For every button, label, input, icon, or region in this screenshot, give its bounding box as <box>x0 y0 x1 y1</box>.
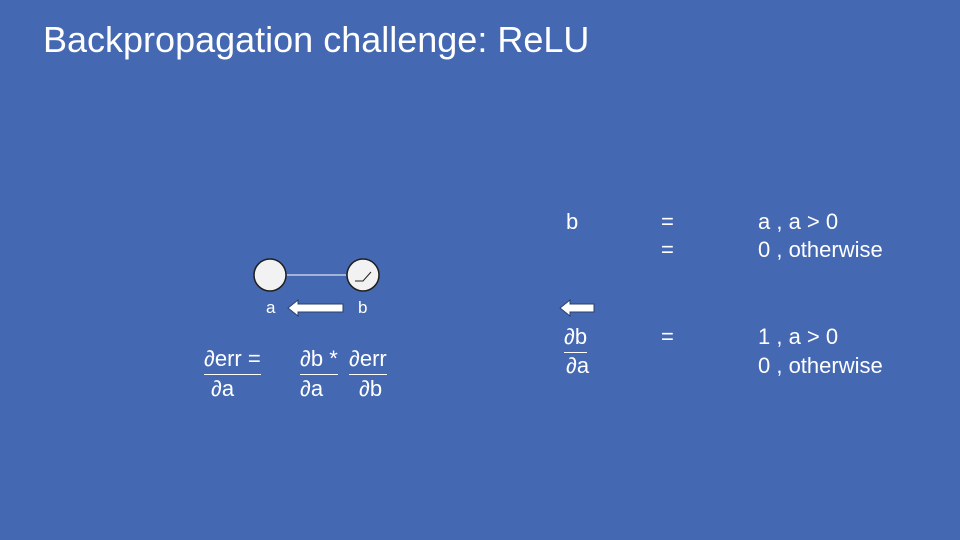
derivative-equals: = <box>661 324 674 349</box>
chain-lhs-denominator: ∂a <box>211 376 235 401</box>
derivative-denominator: ∂a <box>566 353 590 378</box>
node-b <box>346 258 380 292</box>
arrow-left-icon <box>287 298 344 318</box>
node-b-label: b <box>358 298 368 317</box>
chain-rhs1-numerator: ∂b * <box>300 346 338 375</box>
chain-rhs2-denominator: ∂b <box>359 376 383 401</box>
chain-rhs2-numerator: ∂err <box>349 346 387 375</box>
forward-equals-1: = <box>661 209 674 234</box>
node-a-label: a <box>266 298 276 317</box>
derivative-case-1: 1 , a > 0 <box>758 324 839 349</box>
forward-case-2: 0 , otherwise <box>758 237 883 262</box>
forward-lhs: b <box>566 209 579 234</box>
slide-title: Backpropagation challenge: ReLU <box>43 19 590 60</box>
chain-lhs-numerator: ∂err = <box>204 346 261 375</box>
derivative-case-2: 0 , otherwise <box>758 353 883 378</box>
forward-case-1: a , a > 0 <box>758 209 839 234</box>
node-a <box>253 258 287 292</box>
forward-equals-2: = <box>661 237 674 262</box>
derivative-numerator: ∂b <box>564 324 588 353</box>
relu-icon <box>355 271 372 282</box>
chain-rhs1-denominator: ∂a <box>300 376 324 401</box>
arrow-left-icon <box>559 298 595 318</box>
